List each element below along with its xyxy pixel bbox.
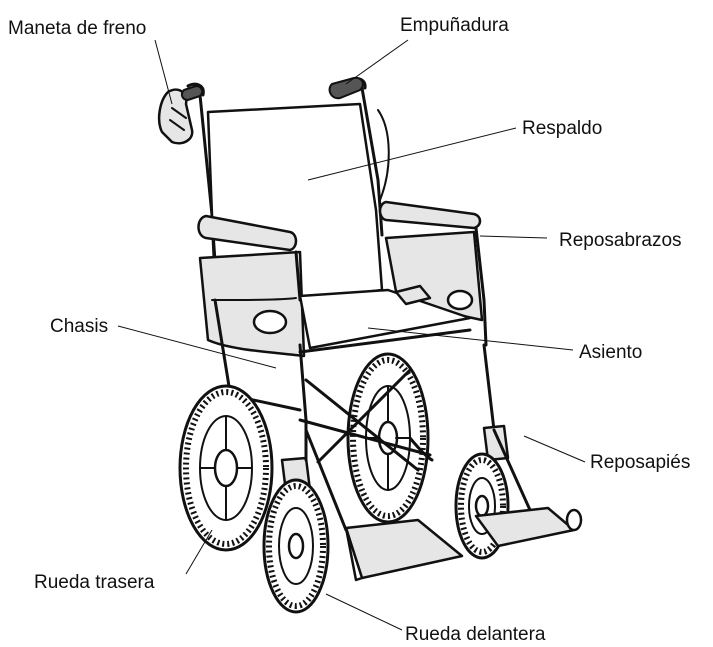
label-backrest: Respaldo [522,118,602,139]
wheelchair-illustration [157,76,583,614]
label-push-handle: Empuñadura [400,15,509,36]
push-handle [328,76,364,100]
footrest [304,428,583,582]
left-caster-wheel [262,418,330,614]
leader-lines [117,39,586,631]
label-brake-lever: Maneta de freno [8,18,146,39]
rear-left-wheel [178,384,274,552]
right-armrest [378,200,482,230]
left-armrest [197,214,298,252]
rear-right-wheel [346,352,430,524]
seat [298,288,472,350]
label-front-wheel: Rueda delantera [405,624,546,645]
label-frame: Chasis [50,316,108,337]
labels: Maneta de freno Empuñadura Respaldo Repo… [8,15,690,645]
label-armrest: Reposabrazos [559,230,682,251]
label-seat: Asiento [579,342,642,363]
label-rear-wheel: Rueda trasera [34,572,155,593]
label-footrest: Reposapiés [590,452,690,473]
